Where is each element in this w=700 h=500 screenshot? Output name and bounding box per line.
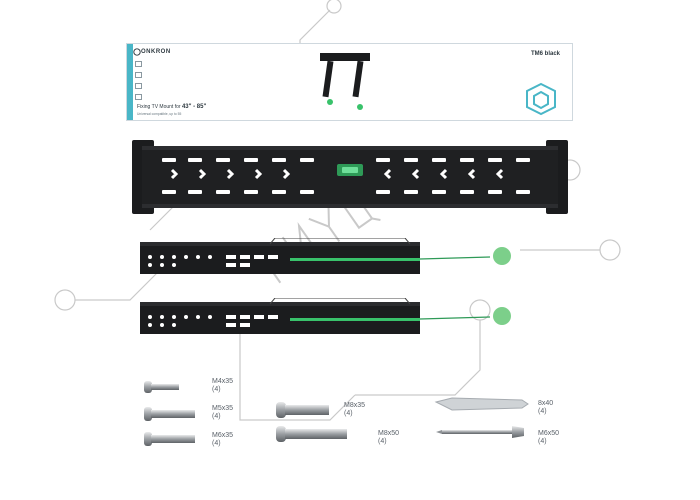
fit-prefix: Fixing TV Mount for — [137, 104, 181, 110]
model-name: TM6 black — [530, 51, 560, 57]
accent-stripe — [127, 44, 133, 120]
label-m6x50: M6x50 (4) — [538, 430, 560, 445]
spec-icon — [135, 72, 142, 78]
fit-range: Fixing TV Mount for 43" - 85" — [137, 104, 206, 110]
product-thumbnail — [320, 53, 370, 110]
label-m4x35: M4x35 (4) — [212, 378, 234, 393]
mounting-arm-lower — [140, 298, 511, 334]
brand-logo-icon — [133, 48, 141, 56]
spec-icon — [135, 61, 142, 67]
screws-middle-group — [276, 402, 347, 442]
screws-left-group — [144, 381, 195, 446]
label-m8x50: M8x50 (4) — [378, 430, 400, 445]
spec-icon — [135, 94, 142, 100]
fit-range-value: 43" - 85" — [181, 104, 207, 110]
package-label: ONKRON Fixing TV Mount for 43" - 85" Uni… — [126, 43, 573, 121]
cube-logo-icon — [526, 82, 556, 116]
label-m5x35: M5x35 (4) — [212, 405, 234, 420]
spec-icon — [135, 83, 142, 89]
mounting-arm-upper — [140, 238, 511, 274]
wall-plate — [132, 140, 568, 214]
label-m8x35: M8x35 (4) — [344, 402, 366, 417]
fit-note: Universal compatible, up to 55 — [137, 112, 182, 116]
anchors-group — [434, 397, 529, 438]
label-m6x35: M6x35 (4) — [212, 432, 234, 447]
brand-name: ONKRON — [141, 49, 171, 55]
label-8x40: 8x40 (4) — [538, 400, 554, 415]
